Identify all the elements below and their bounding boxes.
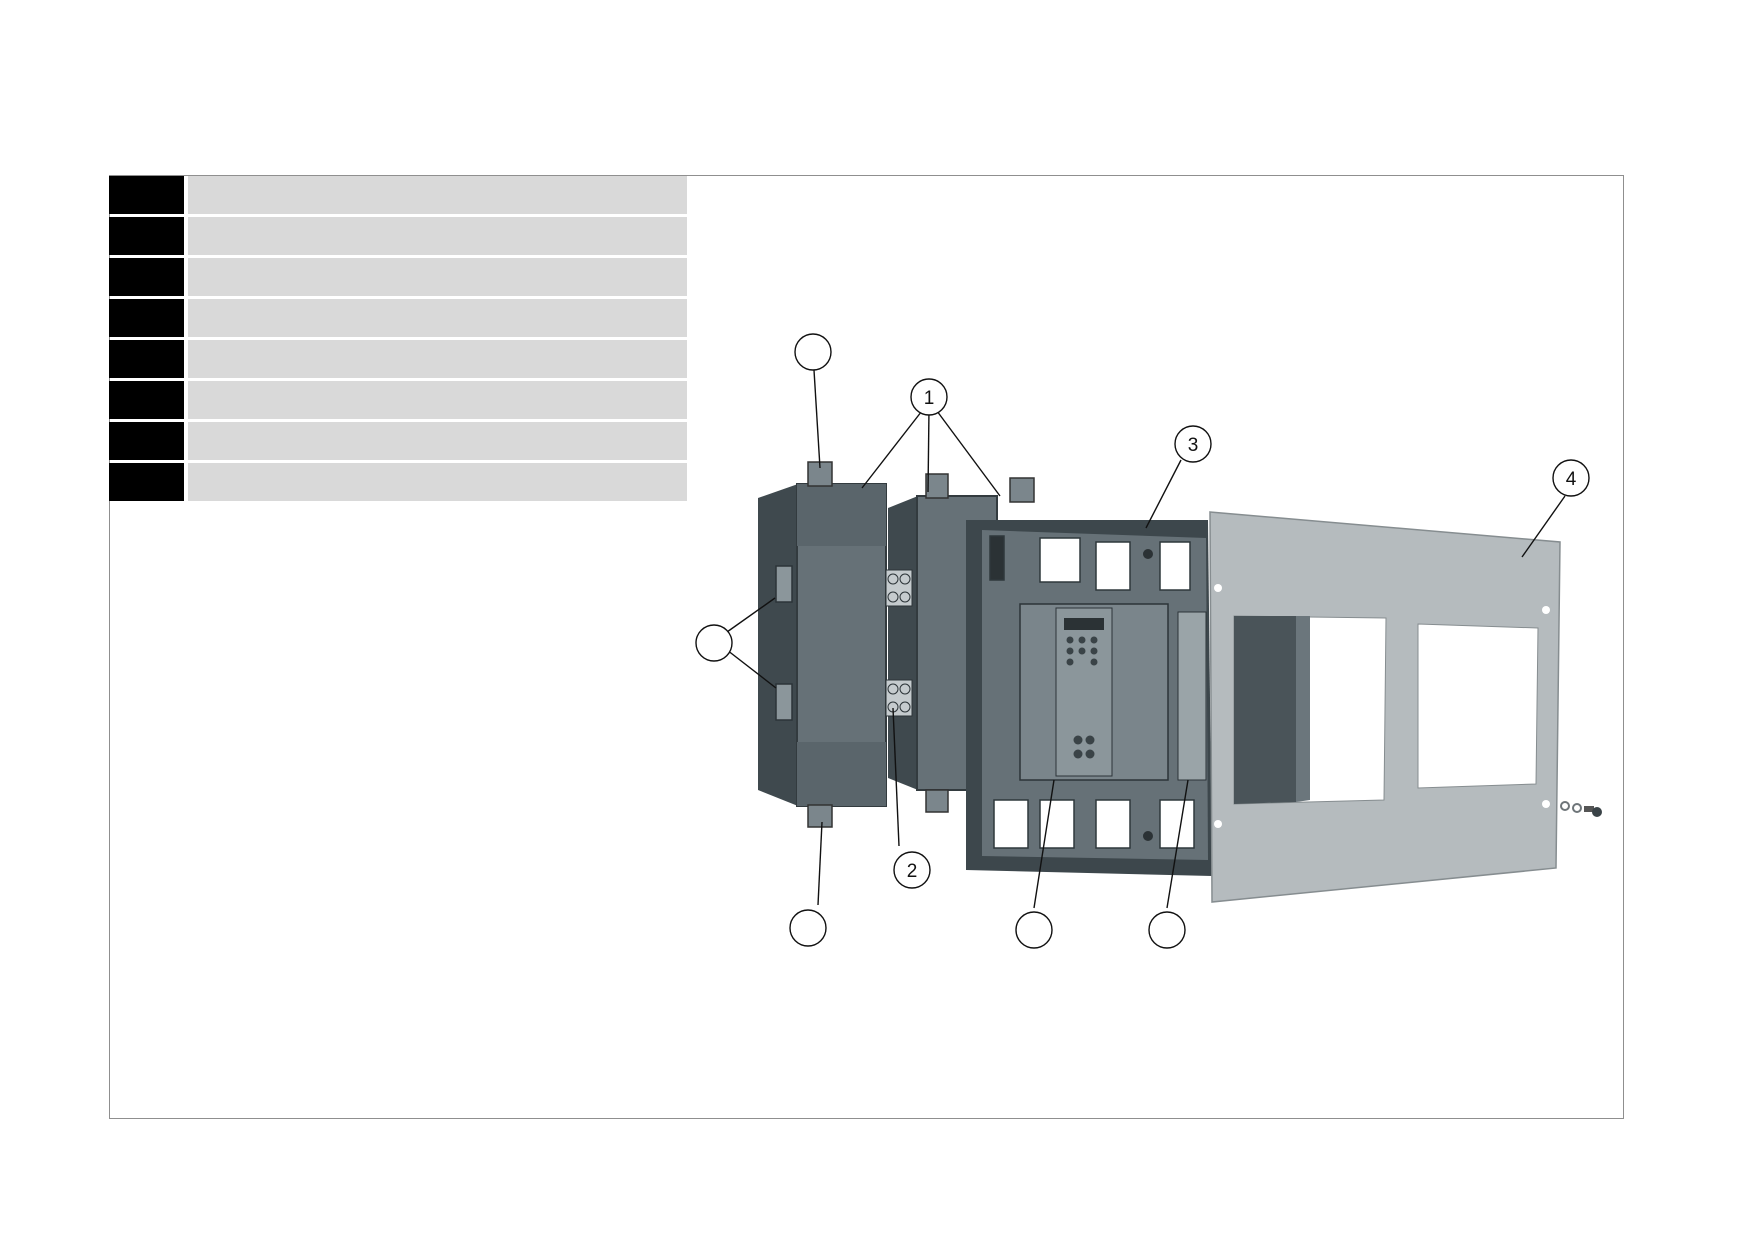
legend-row: [109, 299, 687, 337]
callout-3: 3: [1174, 425, 1212, 463]
legend-row: [109, 422, 687, 460]
callout-blank-bottom-left: [789, 909, 827, 947]
legend-text: [188, 422, 687, 460]
callout-blank-bottom-right: [1148, 911, 1186, 949]
drawing-frame: [109, 175, 1624, 1119]
callout-blank-top: [794, 333, 832, 371]
legend-text: [188, 217, 687, 255]
legend-row: [109, 258, 687, 296]
legend-row: [109, 176, 687, 214]
legend-number: [109, 299, 184, 337]
legend-number: [109, 217, 184, 255]
legend-number: [109, 422, 184, 460]
legend-number: [109, 258, 184, 296]
legend-text: [188, 463, 687, 501]
legend-number: [109, 340, 184, 378]
legend-row: [109, 463, 687, 501]
legend-text: [188, 176, 687, 214]
mounting-frame: [966, 477, 1212, 876]
legend-table: [109, 176, 687, 504]
callout-4: 4: [1552, 459, 1590, 497]
legend-text: [188, 340, 687, 378]
legend-text: [188, 258, 687, 296]
legend-row: [109, 381, 687, 419]
legend-text: [188, 381, 687, 419]
svg-text:1: 1: [924, 388, 935, 409]
front-plate: [1209, 511, 1602, 903]
module-left: [758, 461, 887, 828]
legend-number: [109, 176, 184, 214]
callout-1: 1: [910, 378, 948, 416]
legend-number: [109, 381, 184, 419]
svg-text:4: 4: [1566, 469, 1577, 490]
callout-blank-bottom-mid: [1015, 911, 1053, 949]
legend-number: [109, 463, 184, 501]
svg-text:2: 2: [907, 861, 918, 882]
callout-2: 2: [893, 851, 931, 889]
legend-row: [109, 340, 687, 378]
legend-row: [109, 217, 687, 255]
leader-lines: [726, 369, 1566, 909]
legend-text: [188, 299, 687, 337]
svg-text:3: 3: [1188, 435, 1199, 456]
callout-blank-left: [695, 624, 733, 662]
